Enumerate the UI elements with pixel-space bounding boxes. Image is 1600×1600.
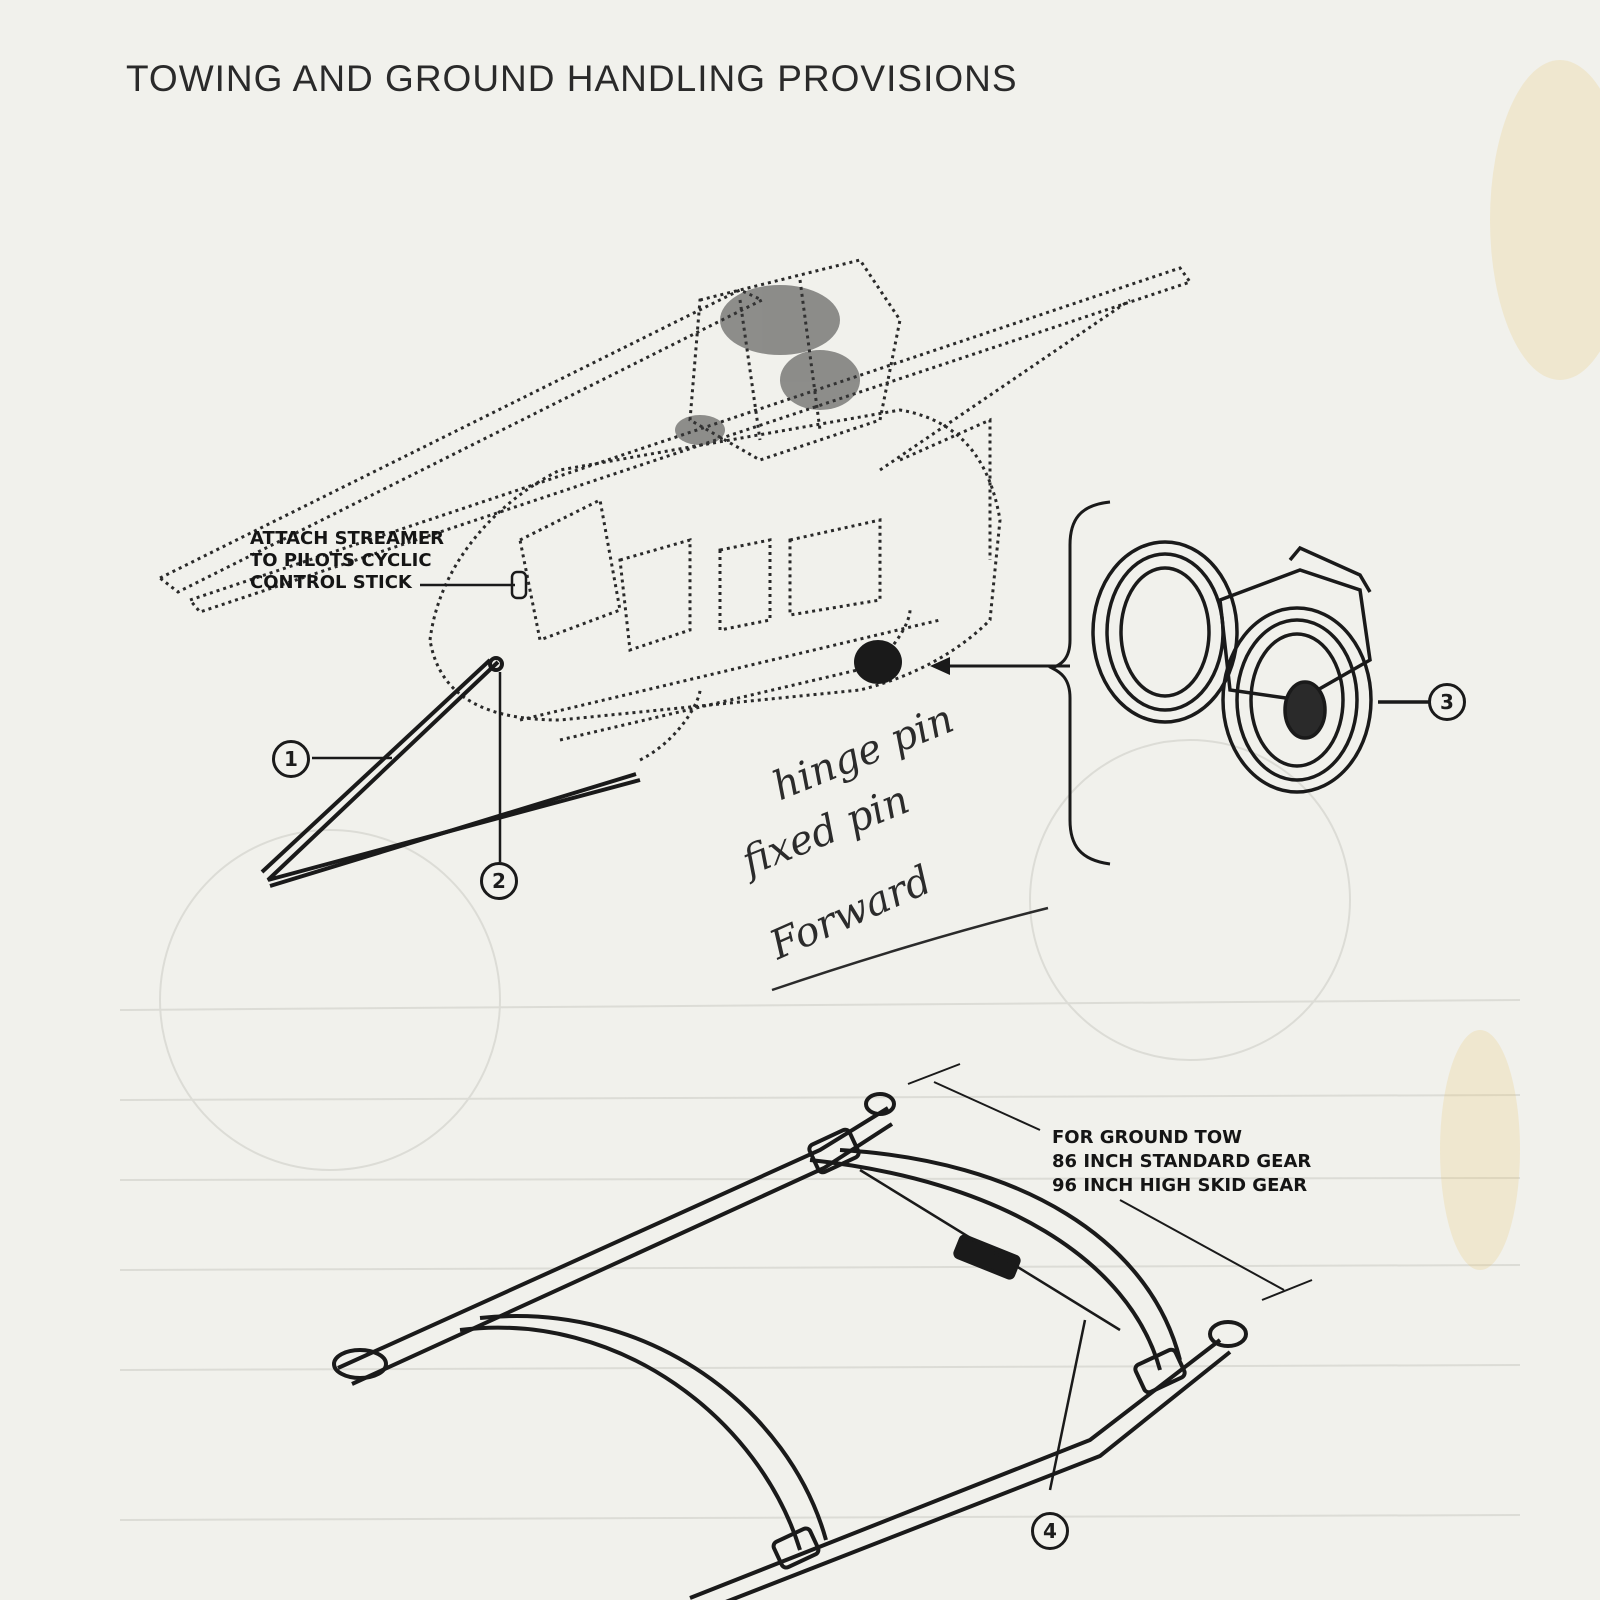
page-title: TOWING AND GROUND HANDLING PROVISIONS: [126, 58, 1018, 99]
tow-bar: [260, 656, 641, 888]
item-leaders: [312, 672, 502, 862]
rotor-head-shading: [675, 285, 860, 445]
streamer-line-2: TO PILOTS CYCLIC: [250, 550, 432, 571]
skid-landing-gear: [332, 1063, 1313, 1600]
ground-tow-callout: FOR GROUND TOW 86 INCH STANDARD GEAR 96 …: [1052, 1126, 1311, 1198]
handwritten-underline: [771, 906, 1049, 992]
wheel-attach-point: [854, 640, 1070, 684]
item-number-3: 3: [1428, 683, 1466, 721]
page-stains: [1440, 60, 1600, 1270]
streamer-leader: [420, 570, 528, 600]
helicopter-outline: [157, 258, 1193, 762]
streamer-line-1: ATTACH STREAMER: [250, 528, 444, 549]
ground-tow-line-1: FOR GROUND TOW: [1052, 1127, 1242, 1148]
item-number-1: 1: [272, 740, 310, 778]
item-number-2: 2: [480, 862, 518, 900]
item-number-4: 4: [1031, 1512, 1069, 1550]
streamer-callout: ATTACH STREAMER TO PILOTS CYCLIC CONTROL…: [250, 528, 444, 594]
detail-bracket: [1048, 500, 1111, 866]
streamer-line-3: CONTROL STICK: [250, 572, 412, 593]
ground-tow-line-3: 96 INCH HIGH SKID GEAR: [1052, 1175, 1308, 1196]
ground-handling-wheel: [1091, 540, 1430, 794]
ground-tow-line-2: 86 INCH STANDARD GEAR: [1052, 1151, 1312, 1172]
